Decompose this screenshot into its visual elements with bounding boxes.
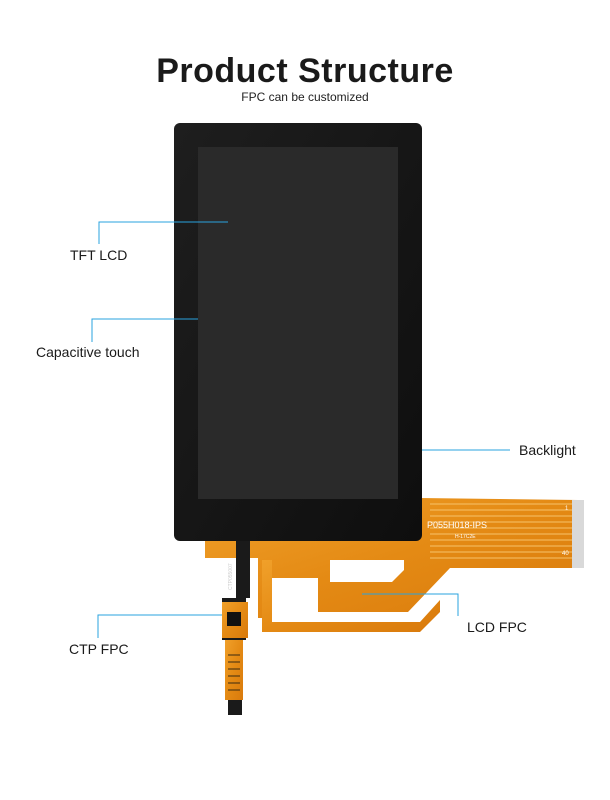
leader-line-capacitive-touch [91, 318, 198, 342]
callout-backlight: Backlight [519, 442, 576, 458]
leader-line-tft-lcd [98, 221, 228, 244]
page-title: Product Structure [156, 52, 454, 90]
leader-line-lcd-fpc [362, 593, 459, 616]
callout-lcd-fpc: LCD FPC [467, 619, 527, 635]
leader-lines [91, 221, 510, 638]
fpc-gold-finger-contacts [572, 500, 584, 568]
fpc-pin-1-label: 1 [565, 506, 569, 512]
ctp-fpc: CTP055007 [222, 520, 250, 715]
lcd-fpc-part-number: P055H018-IPS [427, 520, 487, 530]
ctp-fpc-tail [225, 640, 243, 700]
leader-line-ctp-fpc [97, 614, 222, 638]
callout-capacitive-touch: Capacitive touch [36, 344, 140, 360]
lcd-fpc: P055H018-IPS H-17C2E 1 40 [205, 498, 584, 632]
lcd-fpc-code: H-17C2E [455, 534, 476, 540]
ctp-fpc-part-number: CTP055007 [228, 563, 234, 590]
page-subtitle: FPC can be customized [241, 90, 369, 104]
callout-tft-lcd: TFT LCD [70, 247, 128, 263]
callout-ctp-fpc: CTP FPC [69, 641, 129, 657]
fpc-pin-40-label: 40 [562, 551, 569, 557]
active-display-area [198, 147, 398, 499]
fpc-connector-traces [430, 503, 575, 559]
ctp-fpc-contacts [228, 654, 240, 691]
ctp-controller-chip [227, 612, 241, 626]
